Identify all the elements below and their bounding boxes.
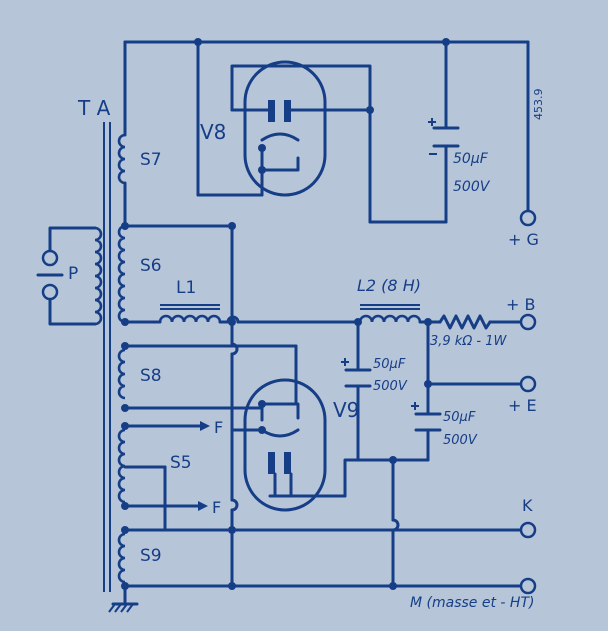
c2-voltage: 500V [373, 379, 407, 394]
winding-s6 [117, 224, 126, 324]
choke-l2 [354, 304, 432, 326]
s9-wiring [108, 428, 524, 613]
s5-wiring [121, 421, 210, 532]
s6-label: S6 [140, 256, 162, 276]
terminal-g-label: + G [508, 230, 539, 249]
reference-number: 453.9 [532, 88, 545, 121]
filament-f-upper: F [214, 418, 224, 437]
primary-winding [36, 226, 103, 326]
terminal-g [519, 209, 537, 227]
mains-plug-bottom [41, 283, 59, 301]
transformer-label: T A [78, 96, 111, 120]
s6-wiring [121, 181, 236, 326]
terminal-e [519, 375, 537, 393]
s9-label: S9 [140, 546, 162, 566]
resistor-label: 3,9 kΩ - 1W [430, 334, 507, 349]
tube-v8-label: V8 [200, 120, 227, 144]
tube-v8 [230, 60, 374, 224]
resistor [418, 314, 524, 330]
l1-label: L1 [176, 278, 197, 298]
filament-f-lower: F [212, 498, 222, 517]
terminal-k [519, 521, 537, 539]
terminal-m [519, 577, 537, 595]
c2-value: 50µF [373, 357, 406, 372]
l2-label: L2 (8 H) [357, 276, 421, 295]
terminal-b [519, 313, 537, 331]
transformer-core [103, 122, 111, 592]
winding-s9 [117, 532, 126, 584]
c3-value: 50µF [443, 410, 476, 425]
s8-wiring [121, 318, 298, 432]
mains-plug-top [41, 249, 59, 267]
winding-s8 [117, 348, 126, 400]
terminal-k-label: K [522, 496, 533, 515]
c1-value: 50µF [453, 151, 488, 167]
c3-voltage: 500V [443, 433, 477, 448]
capacitor-c1 [428, 118, 460, 155]
terminal-e-label: + E [508, 396, 537, 415]
s8-label: S8 [140, 366, 162, 386]
terminal-b-label: + B [506, 295, 536, 314]
primary-label: P [68, 264, 79, 284]
s7-label: S7 [140, 150, 162, 170]
terminal-m-label: M (masse et - HT) [410, 595, 535, 611]
choke-l1 [158, 304, 360, 324]
winding-s7 [117, 133, 126, 185]
tube-v9 [243, 378, 360, 512]
tube-v9-label: V9 [333, 398, 360, 422]
c1-voltage: 500V [453, 179, 490, 195]
s5-label: S5 [170, 453, 192, 473]
top-rail [123, 38, 530, 224]
filter-network [341, 320, 524, 588]
